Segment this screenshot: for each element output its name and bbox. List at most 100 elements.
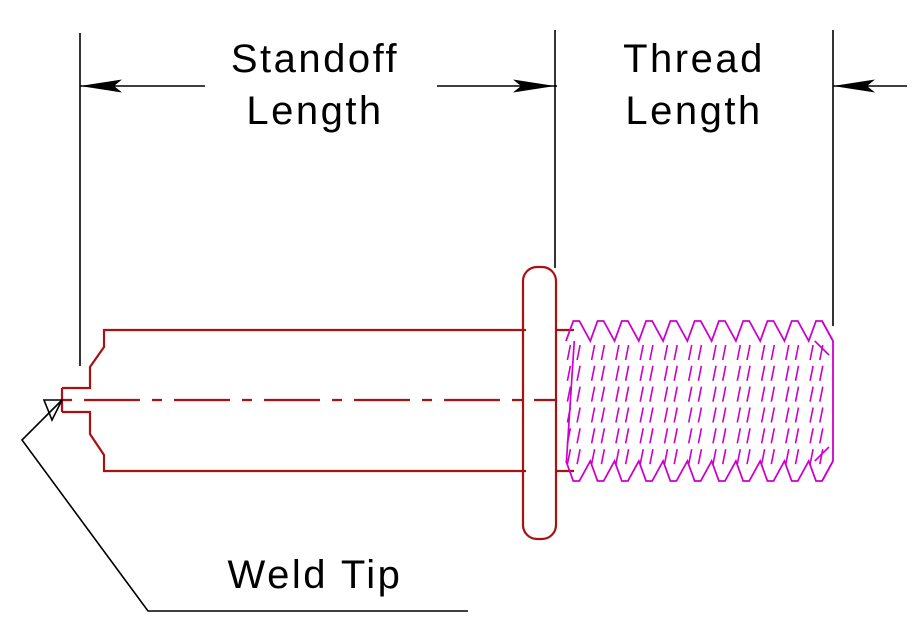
thread-segment bbox=[576, 344, 581, 361]
thread-segment bbox=[697, 449, 703, 465]
thread-segment bbox=[785, 428, 790, 444]
thread-segment bbox=[760, 365, 766, 381]
thread-segment bbox=[649, 365, 654, 381]
thread-segment bbox=[639, 365, 644, 381]
thread-segment bbox=[746, 344, 751, 361]
thread-segment bbox=[590, 365, 596, 381]
thread-segment bbox=[673, 344, 678, 361]
thread-segment bbox=[590, 386, 596, 402]
thread-segment bbox=[590, 428, 596, 444]
thread-segment bbox=[770, 365, 776, 381]
thread-segment bbox=[794, 449, 800, 465]
thread-segment bbox=[819, 386, 824, 402]
thread-segment bbox=[760, 344, 766, 361]
thread-segment bbox=[615, 407, 620, 423]
thread-segment bbox=[663, 407, 669, 423]
thread-segment bbox=[663, 449, 669, 465]
thread-segment bbox=[809, 344, 814, 361]
thread-segment bbox=[566, 365, 572, 381]
thread-segment bbox=[785, 344, 790, 361]
thread-segment bbox=[712, 386, 717, 402]
thread-segment bbox=[760, 407, 766, 423]
thread-segment bbox=[819, 365, 824, 381]
thread-segment bbox=[600, 449, 606, 465]
thread-segment bbox=[624, 407, 630, 423]
thread-segment bbox=[712, 365, 717, 381]
thread-segment bbox=[785, 449, 790, 465]
thread-segment bbox=[794, 407, 800, 423]
thread-segment bbox=[600, 386, 606, 402]
thread-segment bbox=[697, 407, 703, 423]
thread-segment bbox=[819, 407, 824, 423]
thread-segment bbox=[590, 449, 596, 465]
thread-segment bbox=[736, 428, 742, 444]
thread-segment bbox=[663, 365, 669, 381]
dimension-thread-length: Thread Length bbox=[555, 37, 907, 133]
thread-segment bbox=[712, 449, 717, 465]
thread-segment bbox=[821, 320, 834, 482]
weld-tip-leader-line bbox=[20, 399, 468, 612]
thread-segment bbox=[639, 407, 644, 423]
thread-segment bbox=[687, 428, 693, 444]
thread-segment bbox=[624, 365, 630, 381]
thread-segment bbox=[794, 365, 800, 381]
thread-segment bbox=[649, 344, 654, 361]
thread-segment bbox=[639, 428, 644, 444]
thread-segment bbox=[721, 365, 727, 381]
thread-segment bbox=[639, 344, 644, 361]
thread-segment bbox=[785, 365, 790, 381]
stud-flange-collar bbox=[521, 265, 558, 541]
thread-segment bbox=[663, 344, 669, 361]
thread-length-label-line2: Length bbox=[625, 89, 762, 133]
thread-segment bbox=[814, 340, 830, 356]
thread-segment bbox=[746, 407, 751, 423]
thread-segment bbox=[794, 344, 800, 361]
threaded-section bbox=[565, 320, 834, 482]
thread-segment bbox=[687, 365, 693, 381]
thread-segment bbox=[600, 344, 606, 361]
thread-segment bbox=[770, 449, 776, 465]
thread-segment bbox=[600, 407, 606, 423]
thread-segment bbox=[809, 428, 814, 444]
thread-length-label-line1: Thread bbox=[623, 37, 765, 81]
thread-segment bbox=[819, 428, 824, 444]
thread-segment bbox=[819, 449, 824, 465]
thread-segment bbox=[624, 344, 630, 361]
thread-segment bbox=[576, 365, 581, 381]
thread-segment bbox=[673, 365, 678, 381]
thread-segment bbox=[697, 365, 703, 381]
thread-segment bbox=[600, 428, 606, 444]
thread-segment bbox=[746, 365, 751, 381]
thread-segment bbox=[615, 449, 620, 465]
thread-segment bbox=[721, 428, 727, 444]
thread-segment bbox=[785, 386, 790, 402]
thread-segment bbox=[712, 344, 717, 361]
thread-segment bbox=[649, 428, 654, 444]
thread-segment bbox=[794, 386, 800, 402]
thread-segment bbox=[736, 344, 742, 361]
thread-segment bbox=[576, 449, 581, 465]
thread-segment bbox=[687, 386, 693, 402]
thread-segment bbox=[746, 428, 751, 444]
thread-segment bbox=[590, 407, 596, 423]
thread-segment bbox=[712, 428, 717, 444]
weld-tip-label: Weld Tip bbox=[228, 553, 403, 597]
thread-segment bbox=[624, 428, 630, 444]
thread-segment bbox=[624, 386, 630, 402]
thread-segment bbox=[809, 449, 814, 465]
thread-segment bbox=[760, 428, 766, 444]
thread-segment bbox=[760, 449, 766, 465]
thread-segment bbox=[736, 365, 742, 381]
thread-segment bbox=[624, 449, 630, 465]
thread-segment bbox=[736, 407, 742, 423]
thread-segment bbox=[809, 365, 814, 381]
thread-segment bbox=[566, 344, 572, 361]
thread-segment bbox=[785, 407, 790, 423]
thread-segment bbox=[576, 386, 581, 402]
thread-segment bbox=[770, 428, 776, 444]
thread-segment bbox=[615, 365, 620, 381]
thread-segment bbox=[721, 407, 727, 423]
thread-segment bbox=[697, 428, 703, 444]
